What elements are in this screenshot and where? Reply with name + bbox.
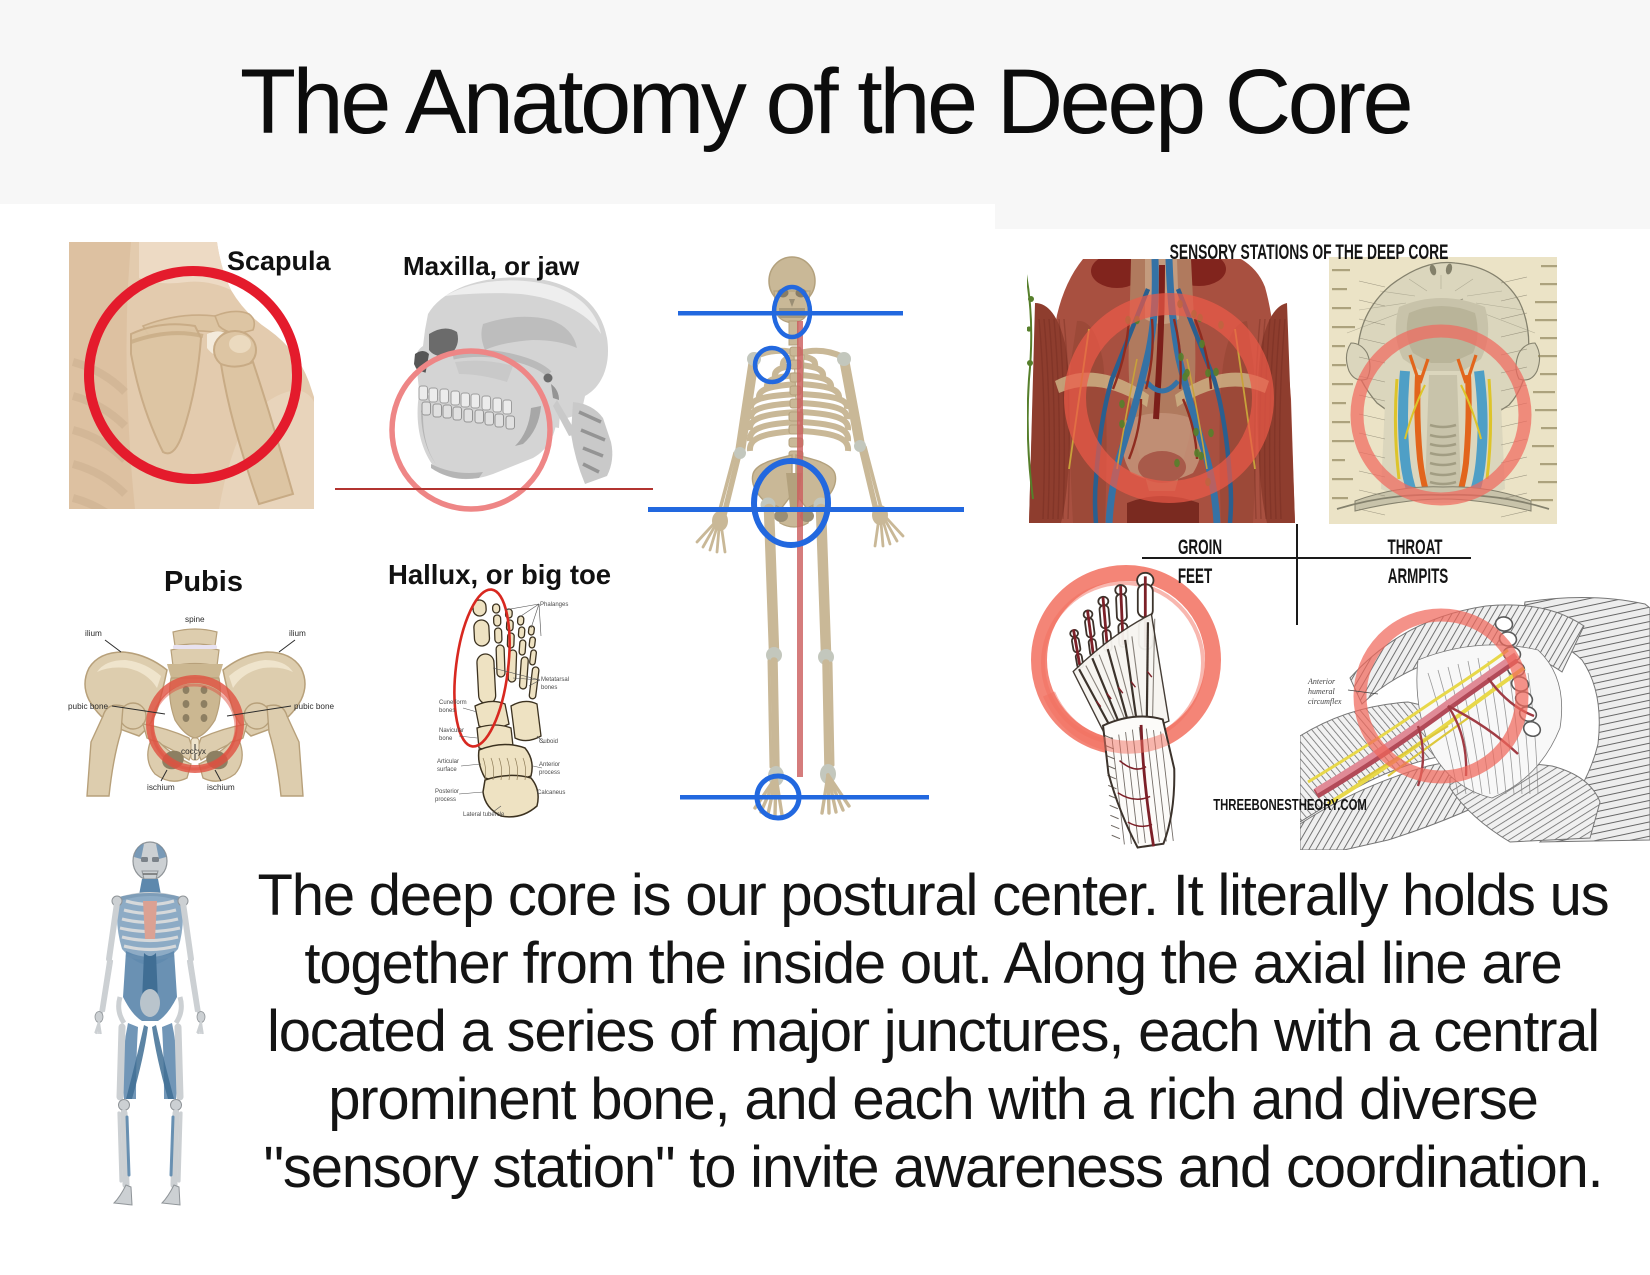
svg-text:pubic bone: pubic bone <box>294 702 335 711</box>
svg-text:Anterior: Anterior <box>539 762 560 768</box>
svg-text:ischium: ischium <box>207 783 235 792</box>
svg-text:Calcaneus: Calcaneus <box>537 790 565 796</box>
svg-text:Cuneiform: Cuneiform <box>439 700 467 706</box>
svg-text:Lateral tubercle: Lateral tubercle <box>463 812 505 818</box>
svg-text:Articular: Articular <box>437 759 459 765</box>
svg-text:spine: spine <box>185 615 205 624</box>
svg-text:circumflex: circumflex <box>1308 697 1342 706</box>
svg-text:bones: bones <box>439 708 455 714</box>
svg-text:Posterior: Posterior <box>435 789 459 795</box>
svg-text:bones: bones <box>541 685 557 691</box>
svg-text:pubic bone: pubic bone <box>68 702 109 711</box>
svg-text:Cuboid: Cuboid <box>539 739 558 745</box>
svg-text:Phalanges: Phalanges <box>540 602 568 608</box>
svg-text:ilium: ilium <box>289 629 306 638</box>
svg-text:humeral: humeral <box>1308 687 1335 696</box>
svg-text:coccyx: coccyx <box>181 747 206 756</box>
svg-text:ilium: ilium <box>85 629 102 638</box>
svg-text:process: process <box>435 797 456 803</box>
svg-text:Metatarsal: Metatarsal <box>541 677 569 683</box>
svg-text:Navicular: Navicular <box>439 728 464 734</box>
svg-text:surface: surface <box>437 767 457 773</box>
svg-text:Anterior: Anterior <box>1307 677 1336 686</box>
svg-text:ischium: ischium <box>147 783 175 792</box>
svg-text:bone: bone <box>439 736 453 742</box>
svg-text:process: process <box>539 770 560 776</box>
